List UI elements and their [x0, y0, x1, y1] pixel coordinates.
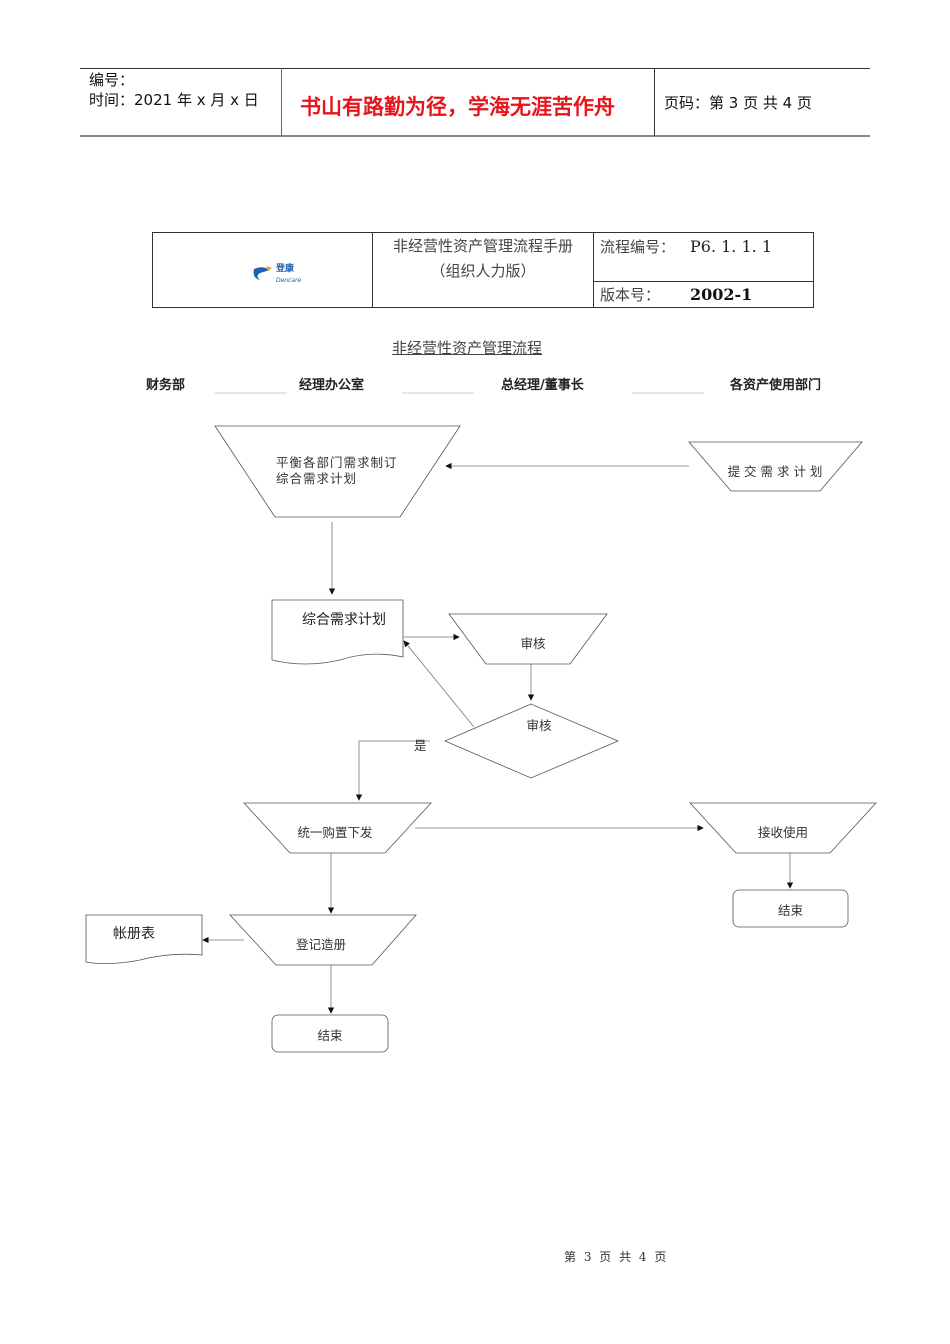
number-label: 编号：	[89, 71, 135, 89]
divider	[654, 68, 655, 136]
node-receive-label: 接收使用	[757, 825, 808, 840]
dencare-logo: 登康 Dencare	[252, 264, 312, 286]
node-ledger-label: 帐册表	[113, 926, 155, 942]
node-review1-label: 审核	[520, 636, 546, 651]
time-label: 时间：2021 年 x 月 x 日	[89, 91, 259, 109]
version: 2002-1	[690, 285, 753, 304]
header-bottom-rule	[80, 135, 870, 137]
node-ledger	[85, 914, 203, 964]
node-purchase-label: 统一购置下发	[297, 825, 373, 840]
node-plan	[271, 599, 404, 665]
node-register-label: 登记造册	[295, 937, 346, 952]
process-no-label: 流程编号：	[600, 238, 676, 256]
footer-page: 第 3 页 共 4 页	[564, 1250, 669, 1264]
node-end1-label: 结束	[777, 903, 803, 918]
node-submit	[688, 441, 863, 492]
lane-asset-users: 各资产使用部门	[730, 378, 822, 393]
header-top-rule	[80, 68, 870, 69]
manual-title: 非经营性资产管理流程手册	[392, 237, 573, 255]
node-review1	[448, 613, 608, 665]
node-balance	[214, 425, 461, 518]
process-no: P6. 1. 1. 1	[690, 237, 772, 256]
logo-mark-icon	[253, 266, 272, 280]
node-plan-label: 综合需求计划	[302, 612, 386, 628]
node-end1	[732, 889, 849, 928]
divider	[281, 68, 282, 136]
logo-text: 登康	[276, 264, 295, 274]
node-review2-label: 审核	[526, 718, 552, 733]
logo-sub: Dencare	[276, 277, 302, 284]
node-balance-label: 平衡各部门需求制订综合需求计划	[276, 455, 398, 486]
node-register	[229, 914, 417, 966]
doc-info-table	[152, 232, 814, 308]
version-label: 版本号：	[600, 286, 661, 304]
node-end2-label: 结束	[317, 1028, 343, 1043]
manual-subtitle: （组织人力版）	[430, 262, 536, 280]
divider	[372, 232, 373, 308]
lane-finance: 财务部	[146, 378, 186, 393]
yes-label: 是	[414, 738, 427, 753]
lane-manager-office: 经理办公室	[299, 378, 365, 393]
motto: 书山有路勤为径，学海无涯苦作舟	[300, 95, 615, 119]
divider	[593, 232, 594, 308]
node-end2	[271, 1014, 389, 1053]
flow-title: 非经营性资产管理流程	[392, 339, 543, 357]
node-submit-label: 提 交 需 求 计 划	[727, 464, 823, 479]
divider	[593, 281, 813, 282]
node-review2	[443, 703, 620, 779]
lane-gm-chairman: 总经理/董事长	[501, 378, 584, 393]
page-info: 页码：第 3 页 共 4 页	[664, 94, 812, 112]
node-purchase	[243, 802, 432, 854]
node-receive	[689, 802, 877, 854]
